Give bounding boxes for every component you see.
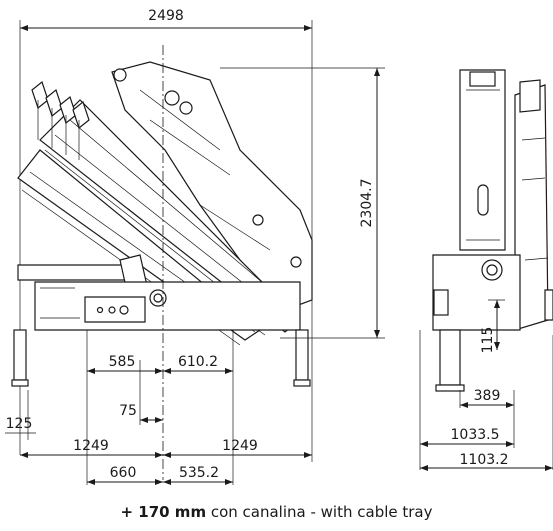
dim-left-inner: 585 [109,354,136,370]
dim-half-right: 1249 [222,438,258,454]
dim-height: 2304.7 [359,179,375,228]
dim-foot: 125 [6,416,33,432]
crane-technical-drawing: 2498 2304.7 585 610.2 75 125 1249 1249 6… [5,8,553,485]
dim-base-left: 660 [110,465,137,481]
dim-side-total: 1103.2 [460,452,509,468]
cable-tray-note: + 170 mm con canalina - with cable tray [0,503,553,521]
cable-tray-text: con canalina - with cable tray [206,503,433,521]
right-leg [295,329,309,381]
dim-center-offset: 75 [119,403,137,419]
cable-tray-extra: + 170 mm [120,503,207,521]
dim-overall-width: 2498 [148,8,184,24]
side-column [459,69,506,251]
dim-base-right: 535.2 [179,465,219,481]
base-frame [34,281,301,331]
dim-side-offset: 115 [480,327,496,354]
crane-column [111,61,313,311]
left-leg [13,329,27,381]
side-view [419,69,553,471]
front-view [5,20,385,485]
dim-half-left: 1249 [73,438,109,454]
dim-side-width: 1033.5 [451,427,500,443]
dim-right-inner: 610.2 [178,354,218,370]
dim-side-small: 389 [474,388,501,404]
side-leg [439,329,461,386]
